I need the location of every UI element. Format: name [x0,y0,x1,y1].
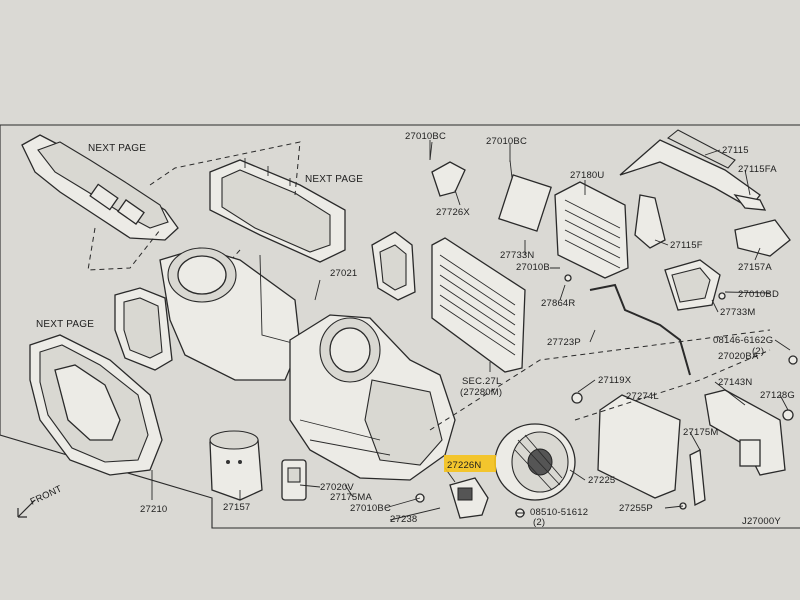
blower-housing-part [289,314,456,481]
label-27010bc-right: 27010BC [486,136,527,147]
label-08510-qty: (2) [533,517,545,528]
label-27010bc-bottom: 27010BC [350,503,391,514]
label-27010b: 27010B [516,262,550,273]
label-sec-27l-ref: (27280M) [460,387,502,398]
label-27733m: 27733M [720,307,756,318]
label-27255p: 27255P [619,503,653,514]
label-27226n: 27226N [447,460,481,471]
flow-line-2 [574,349,771,421]
flow-line [429,329,771,431]
label-27210: 27210 [140,504,167,515]
label-27157: 27157 [223,502,250,513]
hose-part [589,259,721,376]
label-27180u: 27180U [570,170,604,181]
front-label: FRONT [29,483,64,507]
label-27020v: 27020V [320,482,354,493]
leader-lines [151,140,791,521]
evaporator-tray-part [149,141,346,281]
label-27115fa: 27115FA [738,164,777,175]
label-sec-27l: SEC.27L [462,376,501,387]
label-27020ba: 27020BA [718,351,759,362]
diagram-frame [0,124,800,529]
label-27115f: 27115F [670,240,703,251]
label-27238: 27238 [390,514,417,525]
label-27010bc-left: 27010BC [405,131,446,142]
next-page-label-2: NEXT PAGE [305,174,363,185]
filter-cup-part [209,430,263,501]
blower-motor-part [494,423,576,501]
label-27115: 27115 [722,145,749,156]
label-08146-qty: (2) [752,346,764,357]
evaporator-core-part [371,231,526,373]
label-08146: 08146-6162G [713,335,773,346]
label-27128g: 27128G [760,390,795,401]
label-27726x: 27726X [436,207,470,218]
actuator-part [281,459,307,501]
label-27119x: 27119X [598,375,632,386]
heater-housing-part [114,247,301,381]
next-page-label-3: NEXT PAGE [36,319,94,330]
resistor-part [449,477,489,519]
label-diagram-id: J27000Y [742,516,781,527]
label-27157a: 27157A [738,262,772,273]
lower-duct-part [29,334,163,476]
part-27226n-highlight [444,455,496,472]
front-arrow-icon [17,499,36,518]
sensor-part [429,141,552,232]
label-27274l: 27274L [626,391,659,402]
next-page-label-1: NEXT PAGE [88,143,146,154]
label-27010bd: 27010BD [738,289,779,300]
label-27021: 27021 [330,268,357,279]
bracket-part [415,274,798,518]
upper-duct-part [21,134,179,271]
label-27143n: 27143N [718,377,752,388]
label-27733n: 27733N [500,250,534,261]
grille-part [554,181,629,279]
label-27175ma: 27175MA [330,492,373,503]
label-27864r: 27864R [541,298,575,309]
label-27175m: 27175M [683,427,719,438]
linkage-rod-part [619,129,791,257]
label-08510: 08510-51612 [530,507,588,518]
cabin-filter-part [597,394,681,499]
label-27225: 27225 [588,475,615,486]
label-27723p: 27723P [547,337,581,348]
